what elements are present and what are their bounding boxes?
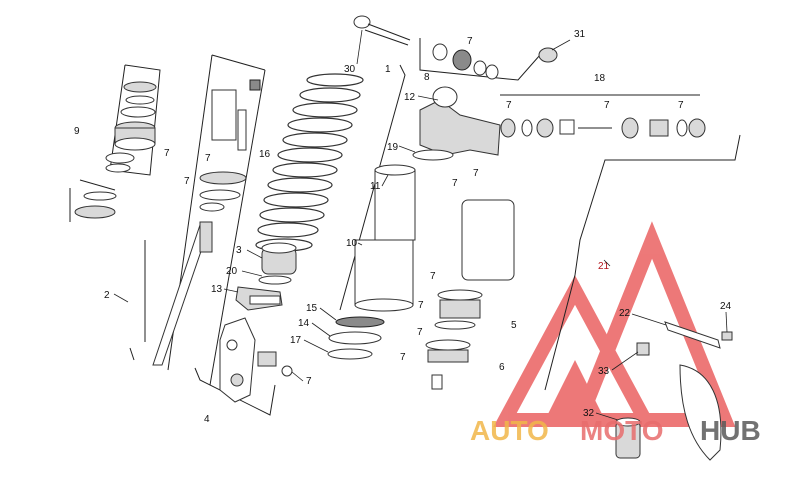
watermark-text: AUTO MOTO HUB (470, 415, 761, 446)
label-6: 6 (499, 362, 505, 373)
part-33-clip (636, 342, 650, 356)
part-9-stack (69, 64, 161, 222)
label-17: 17 (290, 335, 302, 346)
leader-lines (113, 29, 728, 421)
part-3-bump-stop (258, 242, 297, 285)
part-5-piston (434, 289, 483, 330)
label-3: 3 (236, 245, 242, 256)
callout-labels: 30 1 8 7 31 18 12 7 7 7 9 7 16 19 7 7 7 … (74, 29, 732, 425)
label-22: 22 (619, 308, 631, 319)
label-7-p5-a: 7 (430, 271, 436, 282)
part-10-tube (354, 239, 414, 312)
label-10: 10 (346, 238, 358, 249)
part-2-rod (129, 54, 266, 386)
label-19: 19 (387, 142, 399, 153)
label-5: 5 (511, 320, 517, 331)
label-7-valve-a: 7 (506, 100, 512, 111)
part-18-valve-assembly (500, 94, 706, 139)
label-30: 30 (344, 64, 356, 75)
part-31-nut (538, 47, 558, 63)
label-9: 9 (74, 126, 80, 137)
label-1: 1 (385, 64, 391, 75)
label-2: 2 (104, 290, 110, 301)
label-33: 33 (598, 366, 610, 377)
label-7-valve-b: 7 (604, 100, 610, 111)
label-12: 12 (404, 92, 416, 103)
watermark-word-3: HUB (700, 415, 761, 446)
part-21-outline (544, 134, 741, 391)
label-32: 32 (583, 408, 595, 419)
label-7-body: 7 (452, 178, 458, 189)
part-16-spring (255, 73, 364, 252)
label-8: 8 (424, 72, 430, 83)
label-7-p5-b: 7 (418, 300, 424, 311)
label-7-p6-b: 7 (400, 352, 406, 363)
label-7-rod-a: 7 (205, 153, 211, 164)
label-7-rod-b: 7 (184, 176, 190, 187)
label-15: 15 (306, 303, 318, 314)
part-22-bracket (664, 321, 721, 349)
label-18: 18 (594, 73, 606, 84)
label-7-boot: 7 (473, 168, 479, 179)
label-7-valve-c: 7 (678, 100, 684, 111)
label-16: 16 (259, 149, 271, 160)
part-8-bushing-kit (419, 38, 541, 81)
label-7-left: 7 (164, 148, 170, 159)
part-6-piston (425, 339, 471, 390)
part-4-lower-mount (194, 317, 293, 416)
bellows-boot (461, 199, 515, 281)
label-7-top: 7 (467, 36, 473, 47)
mudguard (679, 364, 722, 461)
label-20: 20 (226, 266, 238, 277)
part-13-bracket (235, 286, 283, 311)
part-24-screw (721, 331, 733, 341)
watermark-word-1: AUTO (470, 415, 549, 446)
label-14: 14 (298, 318, 310, 329)
label-7-p6-a: 7 (417, 327, 423, 338)
part-32-bottle (615, 417, 641, 459)
part-12-body (339, 64, 501, 311)
part-30-bolt (353, 15, 411, 46)
label-31: 31 (574, 29, 586, 40)
watermark-word-2: MOTO (580, 415, 663, 446)
part-15-14-seals (327, 316, 385, 360)
label-11: 11 (370, 181, 381, 192)
part-11-reservoir (374, 164, 416, 241)
label-7-mount: 7 (306, 376, 312, 387)
label-4: 4 (204, 414, 210, 425)
label-21: 21 (598, 261, 610, 272)
label-24: 24 (720, 301, 732, 312)
label-13: 13 (211, 284, 223, 295)
